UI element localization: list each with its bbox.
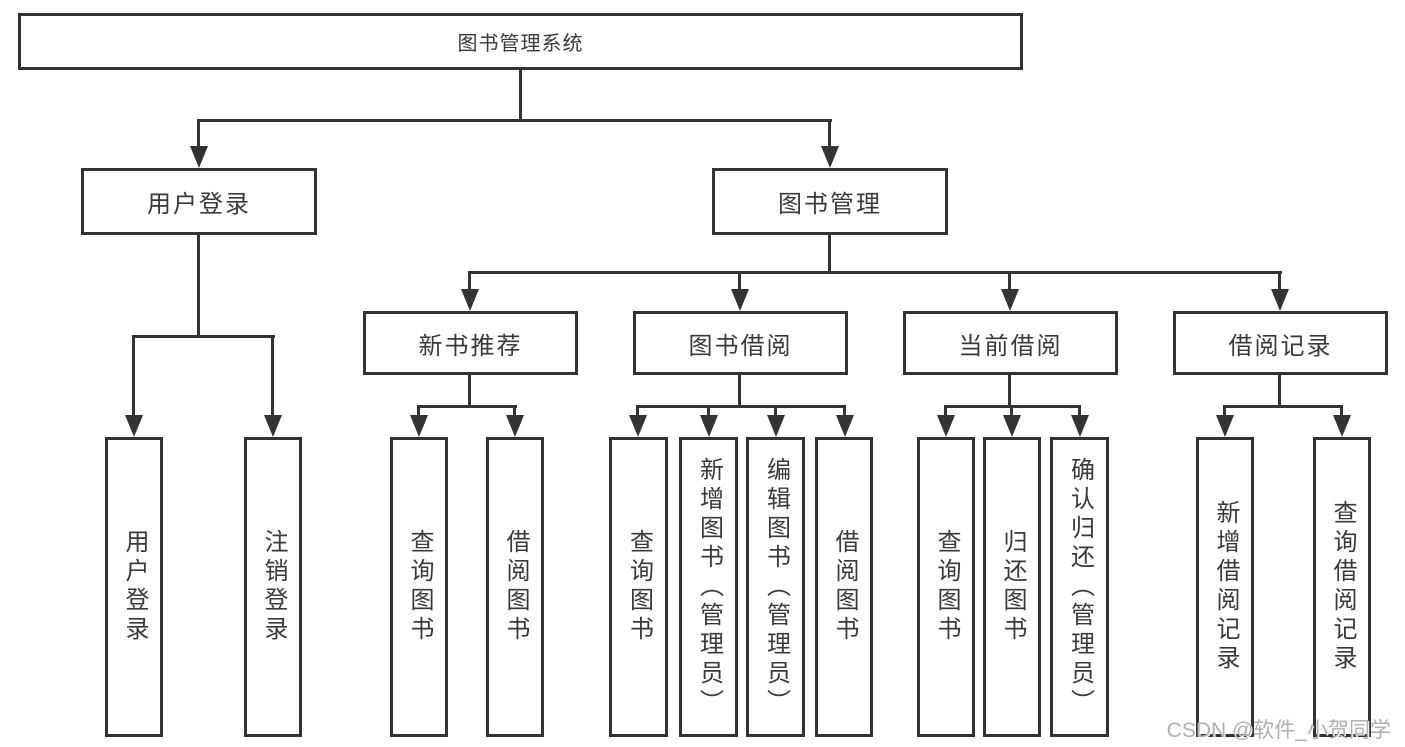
leaf-edit-books-admin: 编辑图书（管理员） (746, 437, 805, 737)
connector-line (707, 405, 710, 419)
arrowhead-icon (1216, 415, 1234, 437)
leaf-borrow-books-recommend-label: 借阅图书 (502, 529, 529, 645)
arrowhead-icon (629, 415, 647, 437)
leaf-return-books: 归还图书 (983, 437, 1041, 737)
connector-line (843, 405, 846, 419)
connector-line (468, 271, 471, 296)
leaf-edit-books-admin-label: 编辑图书（管理员） (762, 456, 790, 718)
connector-line (828, 119, 831, 152)
leaf-query-books-recommend: 查询图书 (390, 437, 448, 737)
arrowhead-icon (410, 415, 428, 437)
arrowhead-icon (937, 415, 955, 437)
node-borrow-records: 借阅记录 (1173, 311, 1388, 375)
arrowhead-icon (1001, 289, 1019, 311)
connector-line (944, 405, 947, 419)
node-borrow-records-label: 借阅记录 (1228, 332, 1333, 360)
leaf-query-books-current: 查询图书 (917, 437, 975, 737)
connector-line (1078, 405, 1081, 419)
arrowhead-icon (821, 146, 839, 168)
connector-line (468, 375, 471, 408)
connector-line (636, 405, 639, 419)
leaf-borrow-books-label: 借阅图书 (831, 529, 858, 645)
node-root-label: 图书管理系统 (457, 33, 584, 55)
connector-line (636, 405, 846, 408)
connector-line (417, 405, 517, 408)
node-book-borrow: 图书借阅 (633, 311, 848, 375)
connector-line (197, 235, 200, 338)
leaf-confirm-return-admin: 确认归还（管理员） (1050, 437, 1109, 737)
arrowhead-icon (125, 415, 143, 437)
leaf-query-books-borrow: 查询图书 (609, 437, 668, 737)
connector-line (468, 271, 1282, 274)
connector-line (1008, 271, 1011, 296)
node-new-book-recommend: 新书推荐 (363, 311, 578, 375)
leaf-return-books-label: 归还图书 (999, 529, 1026, 645)
connector-line (1278, 271, 1281, 296)
arrowhead-icon (731, 289, 749, 311)
leaf-query-books-recommend-label: 查询图书 (406, 529, 433, 645)
leaf-query-books-current-label: 查询图书 (933, 529, 960, 645)
arrowhead-icon (1333, 415, 1351, 437)
connector-line (417, 405, 420, 419)
connector-line (271, 335, 274, 421)
connector-line (738, 271, 741, 296)
node-root: 图书管理系统 (18, 13, 1023, 70)
arrowhead-icon (836, 415, 854, 437)
connector-line (1340, 405, 1343, 419)
arrowhead-icon (1071, 415, 1089, 437)
arrowhead-icon (767, 415, 785, 437)
connector-line (132, 335, 135, 421)
connector-line (1010, 405, 1013, 419)
connector-line (197, 119, 200, 152)
arrowhead-icon (506, 415, 524, 437)
leaf-query-borrow-record: 查询借阅记录 (1313, 437, 1371, 737)
connector-line (774, 405, 777, 419)
leaf-confirm-return-admin-label: 确认归还（管理员） (1066, 456, 1094, 718)
arrowhead-icon (461, 289, 479, 311)
connector-line (1008, 375, 1011, 408)
connector-line (738, 375, 741, 408)
leaf-borrow-books-recommend: 借阅图书 (486, 437, 544, 737)
connector-line (828, 235, 831, 274)
arrowhead-icon (190, 146, 208, 168)
connector-line (1223, 405, 1343, 408)
node-user-login: 用户登录 (81, 168, 317, 235)
connector-line (197, 119, 832, 122)
leaf-query-borrow-record-label: 查询借阅记录 (1329, 500, 1356, 674)
connector-line (513, 405, 516, 419)
node-book-management-label: 图书管理 (778, 191, 882, 218)
leaf-borrow-books: 借阅图书 (815, 437, 873, 737)
node-new-book-recommend-label: 新书推荐 (418, 332, 523, 360)
arrowhead-icon (1271, 289, 1289, 311)
connector-line (1278, 375, 1281, 408)
node-user-login-label: 用户登录 (147, 191, 251, 218)
connector-line (519, 70, 522, 122)
leaf-logout: 注销登录 (244, 437, 302, 737)
node-book-management: 图书管理 (712, 168, 948, 235)
leaf-add-books-admin-label: 新增图书（管理员） (695, 456, 723, 718)
connector-line (132, 335, 275, 338)
leaf-query-books-borrow-label: 查询图书 (625, 529, 653, 645)
arrowhead-icon (700, 415, 718, 437)
leaf-user-login: 用户登录 (105, 437, 163, 737)
leaf-add-borrow-record: 新增借阅记录 (1196, 437, 1254, 737)
node-current-borrow: 当前借阅 (903, 311, 1118, 375)
leaf-logout-label: 注销登录 (260, 529, 287, 645)
watermark: CSDN @软件_小贺同学 (1166, 719, 1391, 742)
node-current-borrow-label: 当前借阅 (958, 332, 1063, 360)
arrowhead-icon (1003, 415, 1021, 437)
leaf-user-login-label: 用户登录 (121, 529, 148, 645)
connector-line (1223, 405, 1226, 419)
node-book-borrow-label: 图书借阅 (688, 332, 793, 360)
arrowhead-icon (264, 415, 282, 437)
leaf-add-books-admin: 新增图书（管理员） (679, 437, 738, 737)
leaf-add-borrow-record-label: 新增借阅记录 (1212, 500, 1239, 674)
